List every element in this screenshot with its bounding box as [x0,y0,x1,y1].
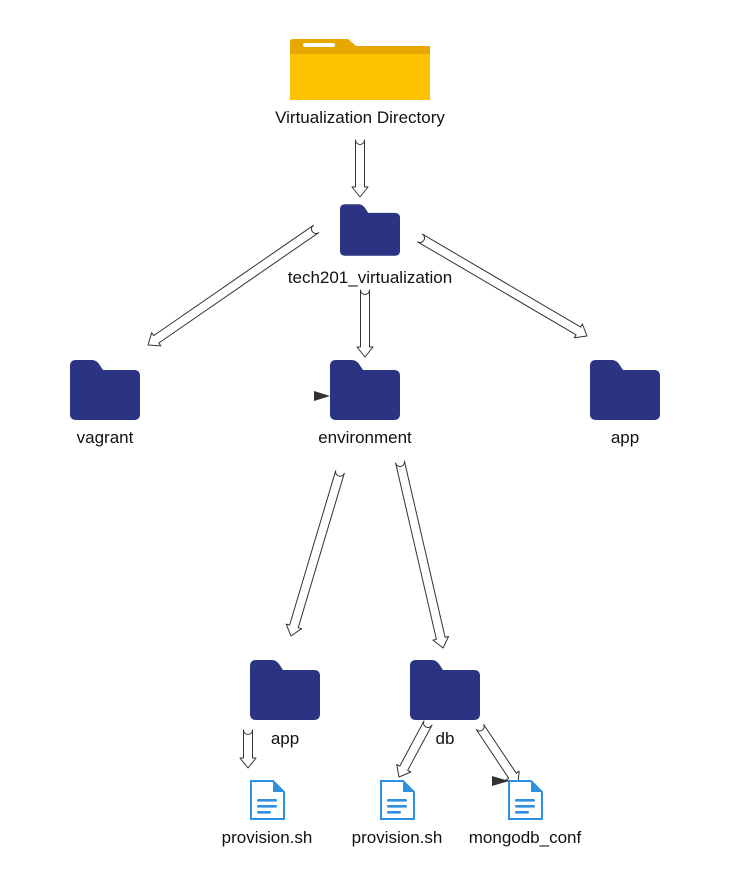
environment-to-app-arrow [285,470,345,637]
app-provision-file-label: provision.sh [222,828,313,847]
app-to-provision-arrow [239,729,257,769]
environment-app-folder-label: app [271,729,299,748]
app-provision-file-icon[interactable] [250,780,285,820]
pointer-marker [492,776,509,786]
pointer-marker [314,391,330,401]
vagrant-folder-label: vagrant [77,428,134,447]
project-to-environment-arrow [356,289,374,358]
project-folder-label: tech201_virtualization [288,268,452,287]
root-to-project-arrow [351,139,369,198]
environment-to-db-arrow [395,460,449,649]
environment-folder-icon[interactable] [330,360,400,420]
environment-app-folder-icon[interactable] [250,660,320,720]
db-to-mongodb-conf-arrow [475,724,520,785]
db-folder-label: db [436,729,455,748]
db-folder-icon[interactable] [410,660,480,720]
app-folder-label: app [611,428,639,447]
mongodb-conf-file-label: mongodb_conf [469,828,582,847]
db-provision-file-label: provision.sh [352,828,443,847]
project-folder-icon[interactable] [340,204,400,256]
project-to-app-arrow [417,233,588,339]
root-folder-icon[interactable] [290,39,430,100]
db-to-provision-arrow [396,720,433,778]
mongodb-conf-file-icon[interactable] [508,780,543,820]
environment-folder-label: environment [318,428,412,447]
db-provision-file-icon[interactable] [380,780,415,820]
root-folder-label: Virtualization Directory [275,108,445,127]
app-folder-icon[interactable] [590,360,660,420]
project-to-vagrant-arrow [147,224,320,347]
vagrant-folder-icon[interactable] [70,360,140,420]
